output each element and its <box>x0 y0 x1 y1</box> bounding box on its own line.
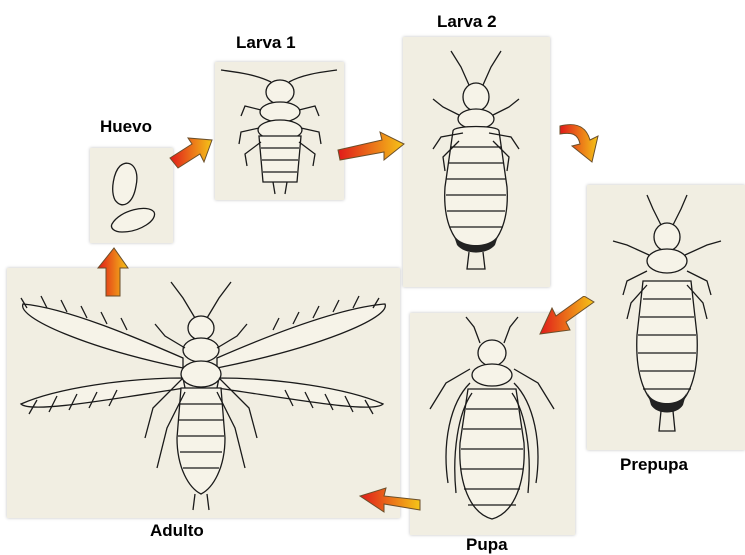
prepupa-illustration <box>587 185 745 450</box>
stage-label-larva1: Larva 1 <box>236 33 296 53</box>
arrow-larva2-to-prepupa <box>556 118 606 164</box>
stage-label-prepupa: Prepupa <box>620 455 688 475</box>
stage-label-larva2: Larva 2 <box>437 12 497 32</box>
arrow-pupa-to-adult <box>358 486 422 526</box>
larva1-illustration <box>215 62 344 200</box>
stage-label-egg: Huevo <box>100 117 152 137</box>
stage-label-pupa: Pupa <box>466 535 508 555</box>
arrow-larva1-to-larva2 <box>336 130 406 162</box>
arrow-egg-to-larva1 <box>168 134 214 170</box>
arrow-adult-to-egg <box>96 246 130 298</box>
larva2-illustration <box>403 37 550 287</box>
arrow-prepupa-to-pupa <box>536 296 598 344</box>
adult-illustration <box>7 268 400 518</box>
egg-illustration <box>90 148 173 243</box>
pupa-illustration <box>410 313 575 535</box>
stage-label-adult: Adulto <box>150 521 204 541</box>
